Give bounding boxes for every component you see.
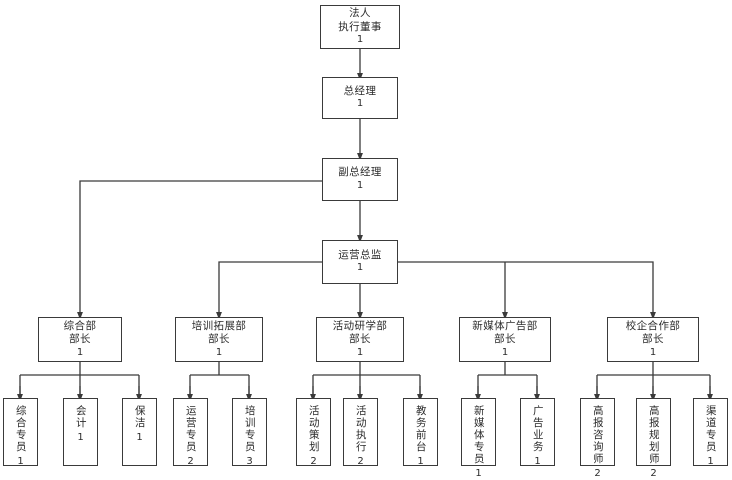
node-staff-academic-frontdesk[interactable]: 教务前台 1 (403, 398, 438, 467)
node-staff-gaobao-planner-count: 2 (650, 468, 657, 479)
node-dept-school-enterprise[interactable]: 校企合作部 部长 1 (607, 317, 699, 362)
node-operations-director-count: 1 (356, 262, 364, 274)
node-staff-channel-specialist[interactable]: 渠道专员 1 (693, 398, 728, 467)
node-staff-new-media-specialist-count: 1 (475, 468, 482, 479)
edge-bus-newmedia (477, 362, 538, 396)
node-dept-training-development-line-1: 部长 (208, 333, 230, 346)
node-staff-channel-specialist-label: 渠道专员 (704, 405, 717, 453)
node-staff-ad-business-count: 1 (534, 456, 541, 467)
node-staff-accountant-label: 会计 (74, 405, 87, 429)
node-staff-cleaner[interactable]: 保洁 1 (122, 398, 157, 466)
node-staff-ad-business[interactable]: 广告业务 1 (520, 398, 555, 467)
edge-bus-generalaffairs (19, 362, 140, 396)
node-dept-new-media-ads[interactable]: 新媒体广告部 部长 1 (459, 317, 551, 362)
node-dept-activity-research[interactable]: 活动研学部 部长 1 (316, 317, 404, 362)
node-general-manager[interactable]: 总经理 1 (322, 77, 398, 119)
node-dept-school-enterprise-line-1: 部长 (642, 333, 664, 346)
node-staff-gaobao-planner[interactable]: 高报规划师 2 (636, 398, 671, 479)
edge-opsdirector-training (216, 261, 322, 320)
node-staff-training-specialist-count: 3 (246, 456, 253, 467)
node-legal-person-count: 1 (356, 34, 364, 46)
node-operations-director-line-0: 运营总监 (338, 248, 382, 261)
node-staff-ad-business-label: 广告业务 (531, 405, 544, 453)
node-dept-training-development[interactable]: 培训拓展部 部长 1 (175, 317, 263, 362)
node-dept-activity-research-count: 1 (356, 346, 364, 358)
edge-bus-training (189, 362, 250, 396)
node-staff-gaobao-consultant[interactable]: 高报咨询师 2 (580, 398, 615, 479)
node-legal-person-line-0: 法人 (349, 7, 371, 20)
node-deputy-general-manager[interactable]: 副总经理 1 (322, 158, 398, 201)
node-staff-general-specialist-count: 1 (17, 456, 24, 467)
node-staff-training-specialist-label: 培训专员 (243, 405, 256, 453)
node-staff-new-media-specialist[interactable]: 新媒体专员 1 (461, 398, 496, 479)
node-staff-new-media-specialist-label: 新媒体专员 (472, 405, 485, 465)
node-dept-activity-research-line-1: 部长 (349, 333, 371, 346)
node-staff-gaobao-consultant-count: 2 (594, 468, 601, 479)
node-staff-activity-planning-label: 活动策划 (307, 405, 320, 453)
node-dept-general-affairs-line-1: 部长 (69, 333, 91, 346)
node-dept-general-affairs[interactable]: 综合部 部长 1 (38, 317, 122, 362)
node-dept-new-media-ads-count: 1 (501, 346, 509, 358)
node-dept-activity-research-line-0: 活动研学部 (332, 319, 388, 332)
edge-bus-activity (312, 362, 421, 396)
node-dept-new-media-ads-line-0: 新媒体广告部 (472, 319, 538, 332)
node-staff-operations-specialist-count: 2 (187, 456, 194, 467)
node-dept-new-media-ads-line-1: 部长 (494, 333, 516, 346)
node-dept-school-enterprise-line-0: 校企合作部 (625, 319, 681, 332)
node-dept-training-development-count: 1 (215, 346, 223, 358)
node-general-manager-line-0: 总经理 (343, 84, 377, 97)
node-staff-activity-planning-count: 2 (310, 456, 317, 467)
node-deputy-general-manager-line-0: 副总经理 (338, 166, 382, 179)
edge-deputy-generalaffairs (77, 180, 322, 320)
node-deputy-general-manager-count: 1 (356, 179, 364, 191)
node-general-manager-count: 1 (356, 98, 364, 110)
node-staff-gaobao-consultant-label: 高报咨询师 (591, 405, 604, 465)
node-staff-operations-specialist[interactable]: 运营专员 2 (173, 398, 208, 467)
node-staff-channel-specialist-count: 1 (707, 456, 714, 467)
node-staff-activity-execution-label: 活动执行 (354, 405, 367, 453)
node-dept-general-affairs-line-0: 综合部 (63, 319, 97, 332)
node-staff-gaobao-planner-label: 高报规划师 (647, 405, 660, 465)
node-staff-activity-execution[interactable]: 活动执行 2 (343, 398, 378, 467)
node-operations-director[interactable]: 运营总监 1 (322, 240, 398, 284)
node-dept-school-enterprise-count: 1 (649, 346, 657, 358)
node-staff-cleaner-count: 1 (136, 432, 143, 443)
node-dept-training-development-line-0: 培训拓展部 (191, 319, 247, 332)
node-staff-academic-frontdesk-label: 教务前台 (414, 405, 427, 453)
node-staff-operations-specialist-label: 运营专员 (184, 405, 197, 453)
node-staff-activity-execution-count: 2 (357, 456, 364, 467)
node-legal-person[interactable]: 法人 执行董事 1 (320, 5, 400, 49)
node-staff-general-specialist[interactable]: 综合专员 1 (3, 398, 38, 467)
node-staff-accountant[interactable]: 会计 1 (63, 398, 98, 466)
node-staff-cleaner-label: 保洁 (133, 405, 146, 429)
node-staff-accountant-count: 1 (77, 432, 84, 443)
node-staff-academic-frontdesk-count: 1 (417, 456, 424, 467)
edge-opsdirector-schoolenterprise (398, 261, 656, 320)
edge-bus-schoolenterprise (596, 362, 711, 396)
node-staff-activity-planning[interactable]: 活动策划 2 (296, 398, 331, 467)
node-staff-training-specialist[interactable]: 培训专员 3 (232, 398, 267, 467)
node-dept-general-affairs-count: 1 (76, 346, 84, 358)
node-legal-person-line-1: 执行董事 (338, 20, 382, 33)
node-staff-general-specialist-label: 综合专员 (14, 405, 27, 453)
